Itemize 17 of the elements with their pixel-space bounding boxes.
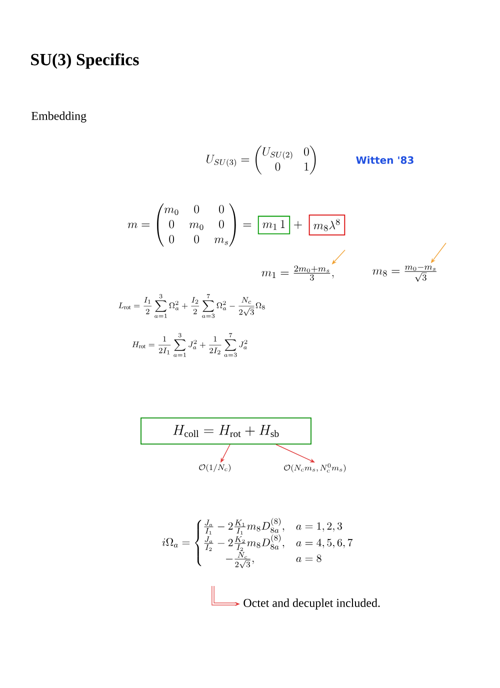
title: SU(3) Specifics bbox=[31, 53, 139, 69]
highlight-box: $H_{\mathrm{coll}} = H_{\mathrm{rot}} + H_{\mathrm{sb}}$ bbox=[140, 418, 312, 444]
equation: $\mathcal{O}(1/N_c)$ bbox=[199, 464, 230, 472]
equation: $m = \begin{pmatrix} m_0 & 0 & 0 \\ 0 & m_0 & 0 \\ 0 & 0 & m_s \end{pmatrix} =$ bbox=[128, 203, 252, 247]
boxed-term: $m_8\lambda^8$ bbox=[308, 214, 346, 236]
equation: $i\Omega_a = \begin{cases} \frac{J_a}{I_1} - 2\frac{K_1}{I_1}m_8 D_{8a}^{(8)}, & a=1,2,3 \\ \frac{J_a}{I_2} - 2\frac{K_2}{I_2}m_8 D_{8a}^{(8)}, & a=4,5,6,7 \\ \qquad -\frac{N_c}{2\sqrt{3}}, & a=8 \end{cases}$ bbox=[162, 518, 353, 568]
text-line: Embedding bbox=[32, 112, 86, 122]
equation: $m_8 = \frac{m_0-m_s}{\sqrt{3}}$ bbox=[372, 266, 436, 282]
text-line: Octet and decuplet included. bbox=[244, 598, 380, 610]
equation: $L_{\mathrm{rot}} = \frac{I_1}{2}\sum_{a=1}^{3}\Omega_a^2 + \frac{I_2}{2}\sum_{a=3}^{7}\Omega_a^2 - \frac{N_c}{2\sqrt{3}}\Omega_8$ bbox=[118, 294, 265, 318]
handwritten-note: Witten '83 bbox=[356, 156, 414, 164]
equation: $H_{\mathrm{rot}} = \frac{1}{2I_1}\sum_{a=1}^{3}J_a^2 + \frac{1}{2I_2}\sum_{a=3}^{7}J_a^2$ bbox=[132, 333, 248, 357]
equation: $m_1 = \frac{2m_0+m_s}{3},$ bbox=[262, 265, 334, 281]
boxed-term: $m_1 \, 1$ bbox=[258, 216, 290, 234]
plus-sign: $+$ bbox=[294, 221, 302, 229]
equation: $\mathcal{O}(N_c m_s, N_c^0 m_s)$ bbox=[284, 464, 346, 472]
equation: $U_{SU(3)} = \begin{pmatrix} U_{SU(2)} & 0 \\ 0 & 1 \end{pmatrix}$ bbox=[206, 146, 316, 174]
